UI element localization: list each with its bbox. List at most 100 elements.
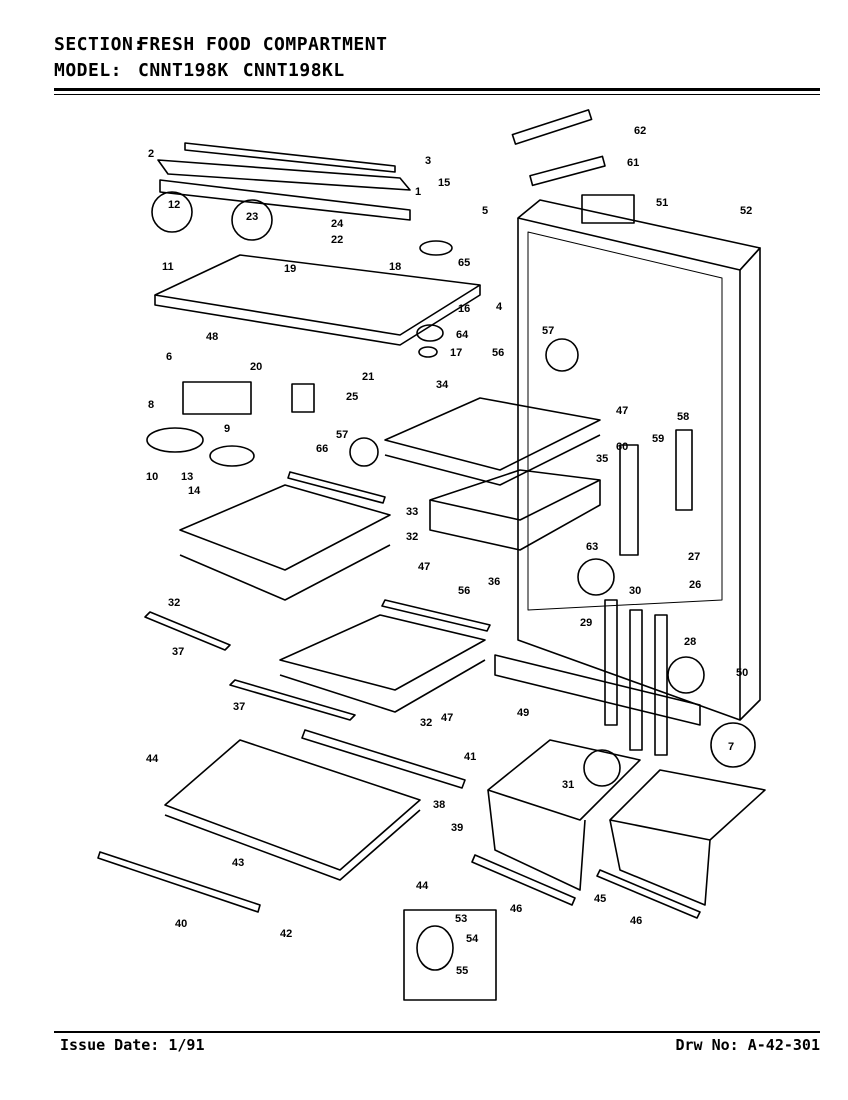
callout-34: 34 xyxy=(436,379,449,391)
callout-3: 3 xyxy=(425,155,431,167)
callout-60: 60 xyxy=(616,441,628,453)
callout-24: 24 xyxy=(331,218,344,230)
control-housing xyxy=(154,254,481,336)
callout-42: 42 xyxy=(280,928,292,940)
callout-4: 4 xyxy=(496,301,503,313)
callout-17: 17 xyxy=(450,347,462,359)
trim-strip-3 xyxy=(157,159,411,191)
callout-57-b: 57 xyxy=(542,325,554,337)
model-line: MODEL: CNNT198K CNNT198KL xyxy=(54,60,345,81)
grille-49 xyxy=(494,654,701,726)
knob-10 xyxy=(146,427,204,453)
strip-56 xyxy=(381,599,491,632)
fan-65 xyxy=(419,240,453,256)
callout-circle-23 xyxy=(231,199,273,241)
callout-labels: 1 2 3 4 5 6 7 8 9 10 11 12 13 14 15 16 1… xyxy=(146,125,752,977)
callout-14: 14 xyxy=(188,485,201,497)
shelf-upper-left-frame xyxy=(179,544,391,601)
callout-circle-31 xyxy=(583,749,621,787)
callout-32-a: 32 xyxy=(168,597,180,609)
callout-27: 27 xyxy=(688,551,700,563)
section-line: SECTION:FRESH FOOD COMPARTMENT xyxy=(54,34,387,55)
callout-56-a: 56 xyxy=(492,347,504,359)
crisper-drawer-left xyxy=(487,739,641,821)
bracket-58 xyxy=(675,429,693,511)
callout-33: 33 xyxy=(406,506,418,518)
knob-13 xyxy=(209,445,255,467)
header-rule-thin xyxy=(54,94,820,95)
callout-46-a: 46 xyxy=(510,903,522,915)
callout-9: 9 xyxy=(224,423,230,435)
model-label: MODEL: xyxy=(54,60,123,81)
callout-47-c: 47 xyxy=(441,712,453,724)
shelf-34-frame xyxy=(384,434,601,486)
shelf-upper-left xyxy=(179,484,391,571)
callout-32-b: 32 xyxy=(420,717,432,729)
callout-53: 53 xyxy=(455,913,467,925)
control-housing-edge xyxy=(154,285,481,346)
callout-circle-12 xyxy=(151,191,193,233)
callout-54: 54 xyxy=(466,933,479,945)
callout-49: 49 xyxy=(517,707,529,719)
callout-46-b: 46 xyxy=(630,915,642,927)
callout-16: 16 xyxy=(458,303,470,315)
callout-circle-57-left xyxy=(349,437,379,467)
callout-62: 62 xyxy=(634,125,646,137)
callout-40: 40 xyxy=(175,918,187,930)
rail-28 xyxy=(654,614,668,756)
callout-45: 45 xyxy=(594,893,606,905)
callout-52: 52 xyxy=(740,205,752,217)
cabinet-side xyxy=(739,247,761,721)
roller-53 xyxy=(416,925,454,971)
callout-23: 23 xyxy=(246,211,258,223)
bracket-8 xyxy=(182,381,252,415)
callout-26: 26 xyxy=(689,579,701,591)
detail-inset xyxy=(403,909,497,1001)
callout-58: 58 xyxy=(677,411,689,423)
cabinet-top xyxy=(517,199,761,271)
strip-37-upper xyxy=(144,611,231,651)
callout-12: 12 xyxy=(168,199,180,211)
callout-56-b: 56 xyxy=(458,585,470,597)
callout-31: 31 xyxy=(562,779,574,791)
trim-strip-1 xyxy=(159,179,411,221)
callout-43: 43 xyxy=(232,857,244,869)
model-number-2: CNNT198KL xyxy=(242,60,345,81)
callout-37-b: 37 xyxy=(233,701,245,713)
ring-17 xyxy=(418,346,438,358)
callout-circle-63 xyxy=(577,558,615,596)
drawing-number: Drw No: A-42-301 xyxy=(675,1036,821,1054)
callout-5: 5 xyxy=(482,205,488,217)
callout-55: 55 xyxy=(456,965,468,977)
callout-41: 41 xyxy=(464,751,476,763)
shelf-34 xyxy=(384,397,601,471)
part-61 xyxy=(529,155,606,187)
knob-64 xyxy=(416,324,444,342)
rail-46-right xyxy=(596,869,701,919)
callout-35: 35 xyxy=(596,453,608,465)
callout-19: 19 xyxy=(284,263,296,275)
callout-38: 38 xyxy=(433,799,445,811)
shelf-32 xyxy=(279,614,486,691)
switch-25 xyxy=(291,383,315,413)
rail-29 xyxy=(604,599,618,726)
issue-date: Issue Date: 1/91 xyxy=(60,1036,205,1054)
cabinet-inner xyxy=(527,231,723,611)
callout-48: 48 xyxy=(206,331,218,343)
callout-8: 8 xyxy=(148,399,154,411)
callout-37-a: 37 xyxy=(172,646,184,658)
callout-36: 36 xyxy=(488,576,500,588)
strip-37-lower xyxy=(229,679,356,721)
model-number-1: CNNT198K xyxy=(138,60,229,81)
callout-30: 30 xyxy=(629,585,641,597)
callout-44-b: 44 xyxy=(416,880,429,892)
callout-7: 7 xyxy=(728,741,734,753)
callout-13: 13 xyxy=(181,471,193,483)
callout-2: 2 xyxy=(148,148,154,160)
callout-32-c: 32 xyxy=(406,531,418,543)
callout-1: 1 xyxy=(415,186,421,198)
callout-63: 63 xyxy=(586,541,598,553)
shelf-32-frame xyxy=(279,659,486,713)
cabinet-liner xyxy=(517,218,741,721)
